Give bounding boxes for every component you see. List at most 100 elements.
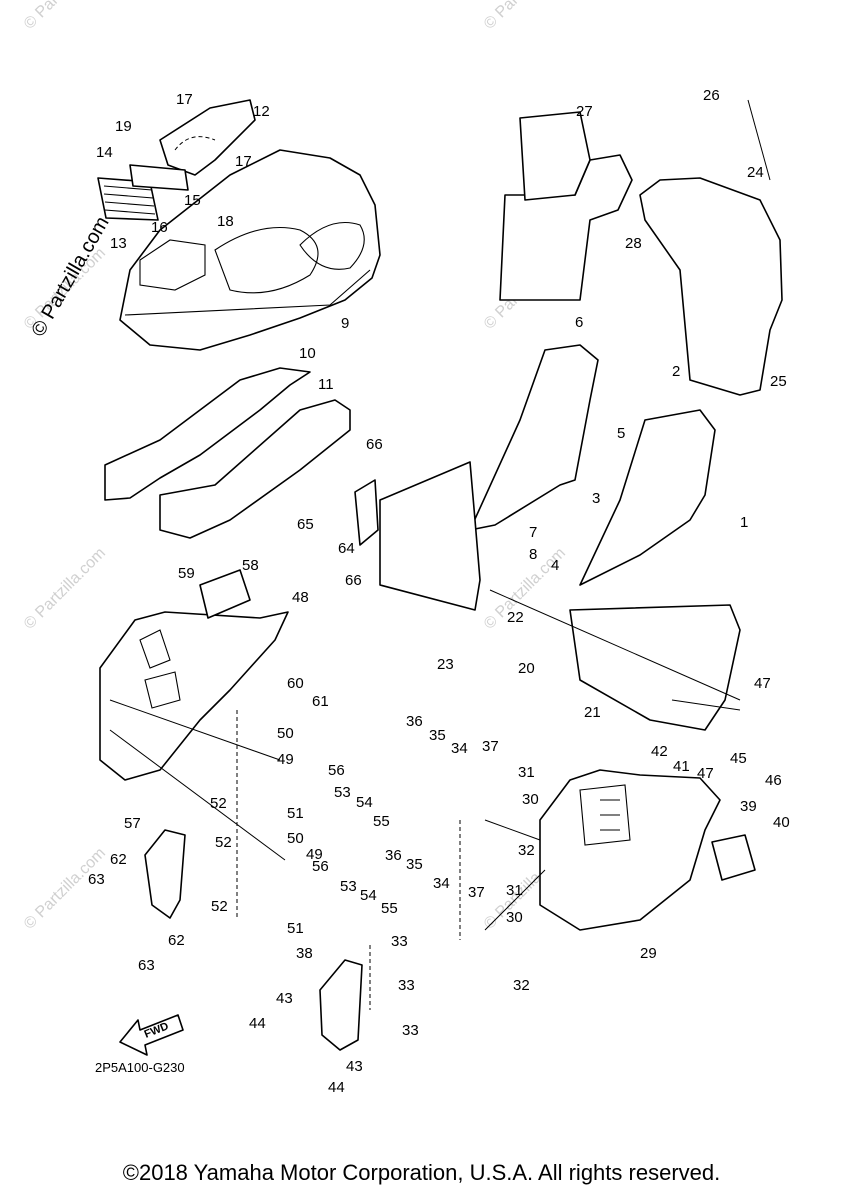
- callout-label: 14: [96, 144, 113, 161]
- callout-label: 32: [518, 842, 535, 859]
- callout-label: 10: [299, 345, 316, 362]
- callout-label: 4: [551, 557, 559, 574]
- callout-label: 34: [451, 740, 468, 757]
- callout-label: 12: [253, 103, 270, 120]
- callout-label: 51: [287, 805, 304, 822]
- part-1: [579, 409, 716, 586]
- callout-label: 53: [334, 784, 351, 801]
- callout-label: 35: [406, 856, 423, 873]
- callout-label: 52: [210, 795, 227, 812]
- part-39: [711, 834, 756, 881]
- callout-label: 21: [584, 704, 601, 721]
- part-27-duct: [499, 111, 633, 301]
- callout-label: 20: [518, 660, 535, 677]
- callout-label: 56: [328, 762, 345, 779]
- callout-label: 47: [697, 765, 714, 782]
- part-22-bracket: [379, 461, 481, 611]
- callout-label: 11: [318, 376, 334, 393]
- callout-label: 31: [518, 764, 535, 781]
- callout-label: 3: [592, 490, 600, 507]
- callout-label: 54: [356, 794, 373, 811]
- callout-label: 30: [506, 909, 523, 926]
- callout-label: 13: [110, 235, 127, 252]
- callout-label: 30: [522, 791, 539, 808]
- callout-label: 56: [312, 858, 329, 875]
- callout-label: 44: [249, 1015, 266, 1032]
- callout-label: 55: [381, 900, 398, 917]
- callout-label: 16: [151, 219, 168, 236]
- callout-label: 58: [242, 557, 259, 574]
- callout-label: 26: [703, 87, 720, 104]
- callout-label: 43: [346, 1058, 363, 1075]
- callout-label: 52: [211, 898, 228, 915]
- part-58: [199, 569, 251, 619]
- callout-label: 34: [433, 875, 450, 892]
- callout-label: 31: [506, 882, 523, 899]
- callout-label: 41: [673, 758, 690, 775]
- part-29-side-panel: [539, 769, 721, 931]
- callout-label: 65: [297, 516, 314, 533]
- callout-label: 66: [366, 436, 383, 453]
- callout-label: 63: [88, 871, 105, 888]
- part-48-side-panel: [99, 611, 289, 781]
- callout-label: 53: [340, 878, 357, 895]
- callout-label: 60: [287, 675, 304, 692]
- callout-label: 52: [215, 834, 232, 851]
- callout-label: 18: [217, 213, 234, 230]
- watermark-text: © Partzilla.com: [481, 0, 569, 33]
- callout-label: 46: [765, 772, 782, 789]
- callout-label: 62: [110, 851, 127, 868]
- callout-label: 59: [178, 565, 195, 582]
- part-26-tie: [747, 99, 771, 181]
- watermark-text: © Partzilla.com: [21, 545, 109, 633]
- callout-label: 64: [338, 540, 355, 557]
- part-13-grille: [97, 164, 189, 221]
- fwd-arrow-icon: FWD: [119, 1014, 184, 1056]
- part-24-panel: [639, 177, 783, 396]
- callout-label: 42: [651, 743, 668, 760]
- callout-label: 8: [529, 546, 537, 563]
- callout-label: 51: [287, 920, 304, 937]
- callouts: 17 12 19 14 17 15 16 13 18 9 10 11 27 28…: [88, 87, 790, 1096]
- callout-label: 49: [277, 751, 294, 768]
- diagram-code: 2P5A100-G230: [95, 1060, 185, 1075]
- part-12-cover: [159, 99, 256, 176]
- callout-label: 49: [306, 846, 323, 863]
- callout-label: 29: [640, 945, 657, 962]
- callout-label: 45: [730, 750, 747, 767]
- callout-label: 17: [235, 153, 252, 170]
- part-64: [354, 479, 379, 546]
- callout-label: 23: [437, 656, 454, 673]
- callout-label: 6: [575, 314, 583, 331]
- assembly-lines: [109, 589, 741, 1010]
- callout-label: 1: [740, 514, 748, 531]
- part-38: [319, 959, 363, 1051]
- callout-label: 27: [576, 103, 593, 120]
- watermark-text: © Partzilla.com: [21, 845, 109, 933]
- part-11: [159, 399, 351, 539]
- part-20: [569, 604, 741, 731]
- callout-label: 61: [312, 693, 329, 710]
- callout-label: 37: [468, 884, 485, 901]
- part-5: [469, 344, 599, 531]
- watermark-text: © Partzilla.com: [21, 0, 109, 33]
- callout-label: 32: [513, 977, 530, 994]
- callout-label: 50: [287, 830, 304, 847]
- callout-label: 19: [115, 118, 132, 135]
- callout-label: 9: [341, 315, 349, 332]
- callout-label: 22: [507, 609, 524, 626]
- callout-label: 54: [360, 887, 377, 904]
- callout-label: 15: [184, 192, 201, 209]
- callout-label: 24: [747, 164, 764, 181]
- watermark-main: © Partzilla.com: [27, 213, 113, 341]
- callout-label: 47: [754, 675, 771, 692]
- callout-label: 43: [276, 990, 293, 1007]
- callout-label: 66: [345, 572, 362, 589]
- copyright-notice: ©2018 Yamaha Motor Corporation, U.S.A. A…: [122, 1160, 721, 1185]
- callout-label: 37: [482, 738, 499, 755]
- callout-label: 36: [385, 847, 402, 864]
- callout-label: 17: [176, 91, 193, 108]
- callout-label: 62: [168, 932, 185, 949]
- callout-label: 5: [617, 425, 625, 442]
- part-upper-body: [119, 149, 381, 351]
